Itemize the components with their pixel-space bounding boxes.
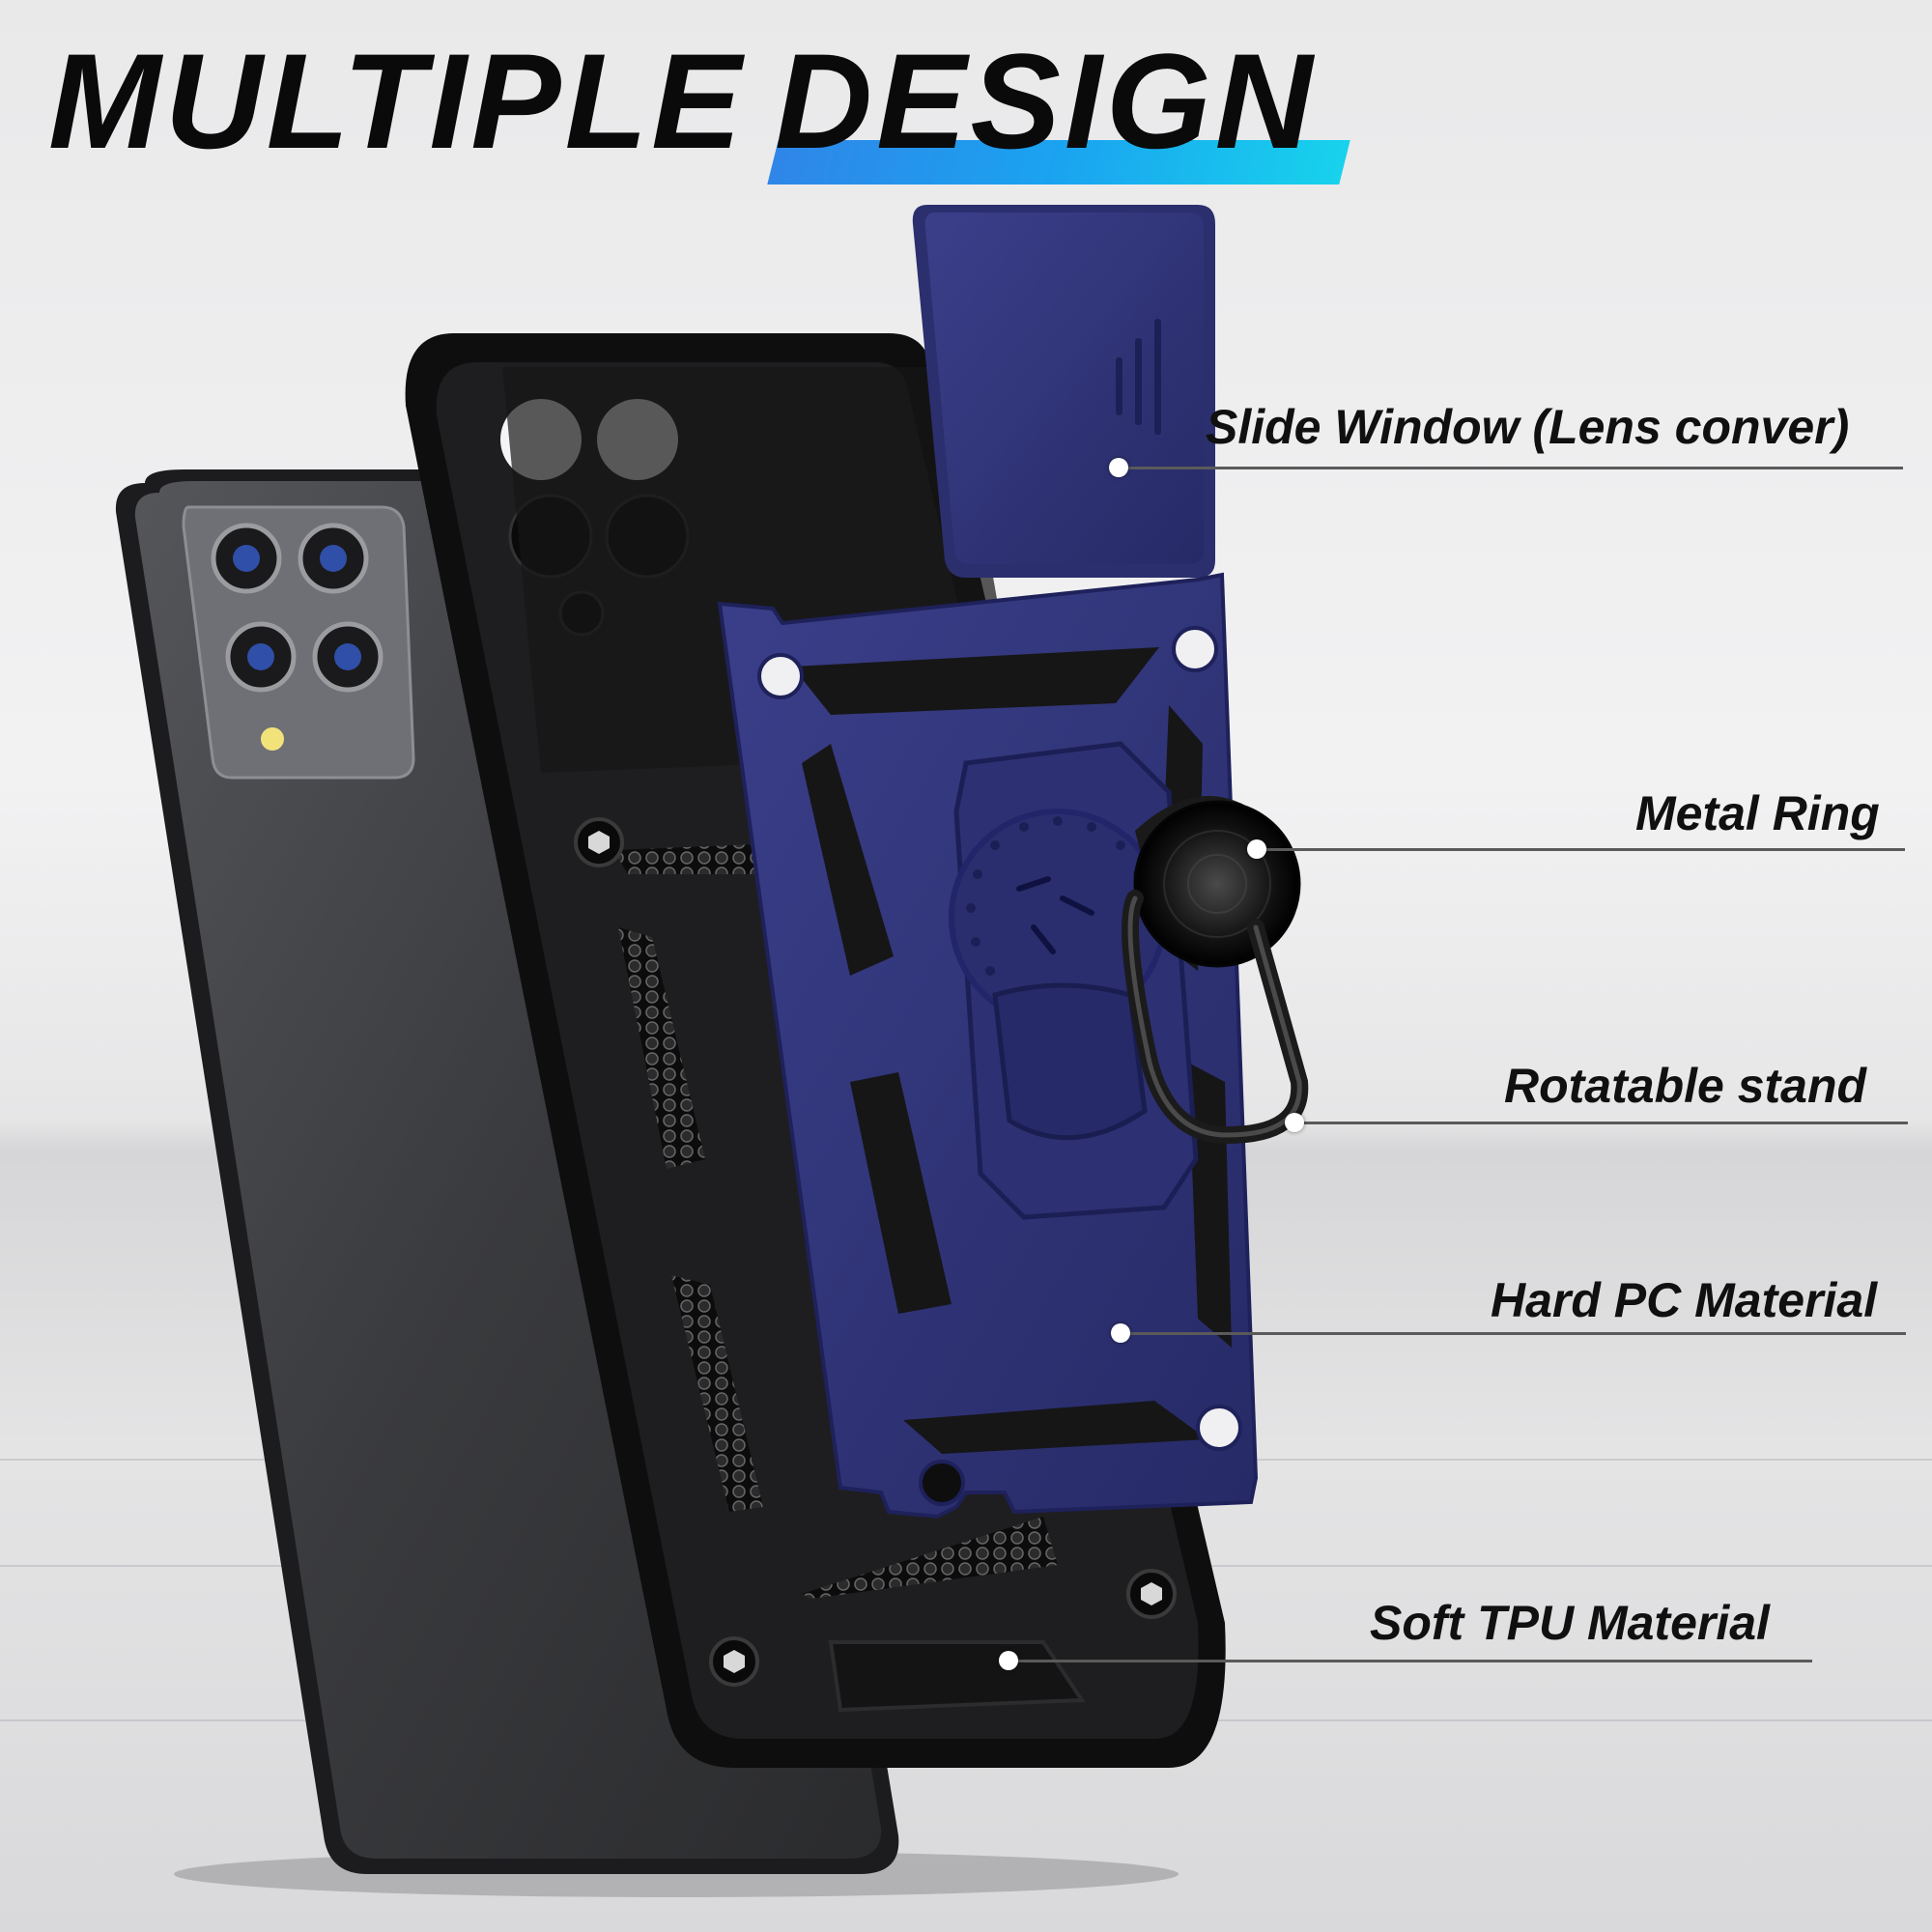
callout-hard-pc-dot [1111,1323,1130,1343]
title-word-multiple: MULTIPLE [48,25,746,177]
camera-lens-icon [225,621,297,693]
callout-metal-ring-line [1256,848,1905,851]
corner-hole [919,1460,965,1506]
callout-slide-window-line [1118,467,1903,469]
title-word-design: DESIGN [775,25,1317,177]
callout-rotatable-stand-line [1294,1122,1908,1124]
screw-hole-icon [574,817,624,867]
callout-hard-pc-label: Hard PC Material [1491,1273,1878,1327]
screw-hole-icon [709,1636,759,1687]
corner-hole [1196,1405,1242,1451]
camera-module [182,505,415,780]
callout-soft-tpu-line [1009,1660,1812,1662]
corner-hole [757,653,804,699]
flash-icon [261,727,284,751]
callout-slide-window-label: Slide Window (Lens conver) [1206,400,1850,454]
metal-ring [1133,796,1301,968]
hard-pc-frame [717,572,1259,1520]
screw-hole-icon [1126,1569,1177,1619]
callout-metal-ring-label: Metal Ring [1635,786,1880,840]
camera-lens-icon [312,621,384,693]
corner-hole [1172,626,1218,672]
camera-lens-icon [298,523,369,594]
callout-metal-ring-dot [1247,839,1266,859]
callout-slide-window-dot [1109,458,1128,477]
callout-soft-tpu-label: Soft TPU Material [1370,1596,1770,1650]
callout-rotatable-stand-dot [1285,1113,1304,1132]
page-title: MULTIPLE DESIGN [48,25,1350,185]
slide-window-cover [912,205,1215,578]
camera-lens-icon [211,523,282,594]
callout-hard-pc-line [1121,1332,1906,1335]
callout-rotatable-stand-label: Rotatable stand [1504,1059,1867,1113]
callout-soft-tpu-dot [999,1651,1018,1670]
